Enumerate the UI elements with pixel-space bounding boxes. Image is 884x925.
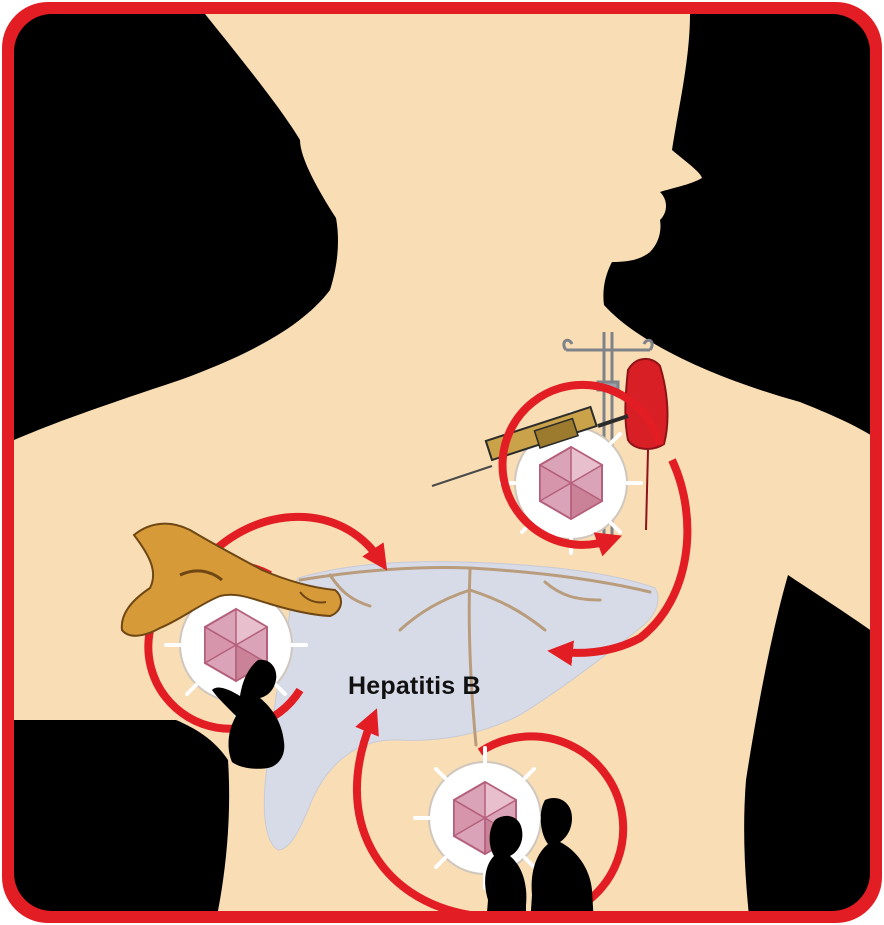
hepatitis-b-label: Hepatitis B xyxy=(348,672,481,701)
virus-icon xyxy=(415,748,555,888)
